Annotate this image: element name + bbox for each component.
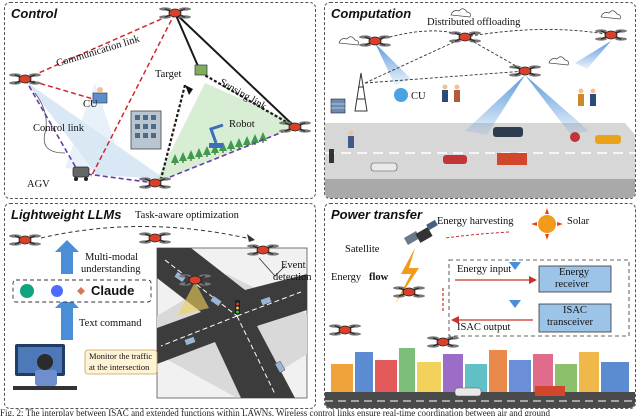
car-icon bbox=[595, 135, 621, 144]
speech-bubble bbox=[84, 349, 158, 375]
energy-receiver-label-line2: receiver bbox=[555, 279, 589, 290]
car-icon bbox=[454, 387, 482, 397]
llm-diagram bbox=[8, 225, 308, 399]
task-aware-label: Task-aware optimization bbox=[135, 210, 239, 221]
isac-transceiver-block bbox=[538, 303, 612, 333]
isac-transceiver-label-line2: transceiver bbox=[547, 317, 594, 328]
cu-icon bbox=[394, 88, 408, 102]
robot-icon bbox=[209, 123, 224, 148]
figure-caption: Fig. 2: The interplay between ISAC and e… bbox=[0, 409, 550, 416]
chatgpt-icon bbox=[20, 284, 34, 298]
cu-label: CU bbox=[83, 99, 98, 110]
uav-icon bbox=[138, 231, 172, 245]
uav-icon bbox=[138, 176, 172, 190]
uav-icon bbox=[8, 72, 42, 86]
panel-title-computation: Computation bbox=[331, 6, 412, 21]
truck-icon bbox=[497, 153, 527, 165]
uav-icon bbox=[392, 285, 426, 299]
text-command-label: Text command bbox=[79, 318, 142, 329]
claude-icon bbox=[77, 287, 85, 295]
monitor-text-line2: at the intersection bbox=[89, 362, 150, 372]
agv-label: AGV bbox=[27, 179, 50, 190]
car-icon bbox=[370, 162, 398, 172]
computation-panel: Computation Distributed offloading CU bbox=[324, 2, 636, 199]
panel-title-llm: Lightweight LLMs bbox=[11, 207, 122, 222]
agv-icon bbox=[72, 166, 90, 181]
uav-icon bbox=[158, 6, 192, 20]
panel-title-power: Power transfer bbox=[331, 207, 423, 222]
isac-transceiver-label-line1: ISAC bbox=[563, 305, 587, 316]
uav-icon bbox=[594, 28, 628, 42]
multimodal-label-line2: understanding bbox=[81, 264, 141, 275]
antenna-icon bbox=[509, 300, 521, 308]
satellite-icon bbox=[403, 219, 438, 245]
llm-panel: Lightweight LLMs Task-aware optimization… bbox=[4, 203, 316, 409]
up-arrow bbox=[55, 296, 79, 340]
multimodal-label-line1: Multi-modal bbox=[85, 252, 139, 263]
energy-flow-label-line2: flow bbox=[369, 272, 389, 283]
deepseek-icon bbox=[51, 285, 63, 297]
isac-output-label: ISAC output bbox=[457, 322, 511, 333]
control-panel: Control Communication link Target Sensin… bbox=[4, 2, 316, 199]
monitor-text-line1: Monitor the traffic bbox=[89, 351, 153, 361]
user-at-desk-icon bbox=[13, 344, 77, 390]
uav-icon bbox=[358, 34, 392, 48]
power-panel: Power transfer Energy harvesting Solar S… bbox=[324, 203, 636, 409]
uav-icon bbox=[448, 30, 482, 44]
event-detection-line1: Event bbox=[281, 260, 306, 271]
car-icon bbox=[443, 155, 467, 164]
cell-tower-icon bbox=[354, 72, 368, 112]
power-diagram bbox=[325, 208, 635, 408]
scooter-icon bbox=[570, 132, 580, 142]
computation-diagram bbox=[325, 8, 635, 198]
control-diagram bbox=[8, 6, 312, 190]
traffic-light-icon bbox=[329, 149, 334, 163]
claude-label: Claude bbox=[91, 283, 135, 298]
satellite-label: Satellite bbox=[345, 244, 380, 255]
car-icon bbox=[493, 127, 523, 137]
energy-receiver-block bbox=[538, 265, 612, 293]
control-link-label: Control link bbox=[33, 123, 85, 134]
energy-input-label: Energy input bbox=[457, 264, 512, 275]
transceiver-frame bbox=[448, 259, 630, 337]
target-icon bbox=[194, 64, 208, 76]
cloud-icon bbox=[548, 56, 569, 66]
sun-icon bbox=[531, 208, 563, 240]
up-arrow bbox=[55, 240, 79, 274]
energy-flow-label-line1: Energy bbox=[331, 272, 362, 283]
panel-title-control: Control bbox=[11, 6, 58, 21]
cloud-icon bbox=[338, 36, 359, 46]
uav-icon bbox=[328, 323, 362, 337]
building-icon bbox=[130, 110, 162, 150]
solar-label: Solar bbox=[567, 216, 590, 227]
antenna-icon bbox=[509, 262, 521, 270]
target-label: Target bbox=[155, 69, 182, 80]
energy-receiver-label-line1: Energy bbox=[559, 267, 590, 278]
event-detection-line2: detection bbox=[273, 272, 312, 283]
truck-icon bbox=[535, 386, 565, 396]
distributed-offloading-label: Distributed offloading bbox=[427, 17, 521, 28]
uav-icon bbox=[508, 64, 542, 78]
energy-harvesting-label: Energy harvesting bbox=[437, 216, 514, 227]
cloud-icon bbox=[600, 10, 621, 20]
robot-label: Robot bbox=[229, 119, 255, 130]
server-icon bbox=[330, 98, 346, 114]
cloud-icon bbox=[450, 8, 471, 18]
cu-icon bbox=[92, 87, 108, 104]
uav-icon bbox=[426, 335, 460, 349]
cu-label: CU bbox=[411, 91, 426, 102]
uav-icon bbox=[8, 233, 42, 247]
